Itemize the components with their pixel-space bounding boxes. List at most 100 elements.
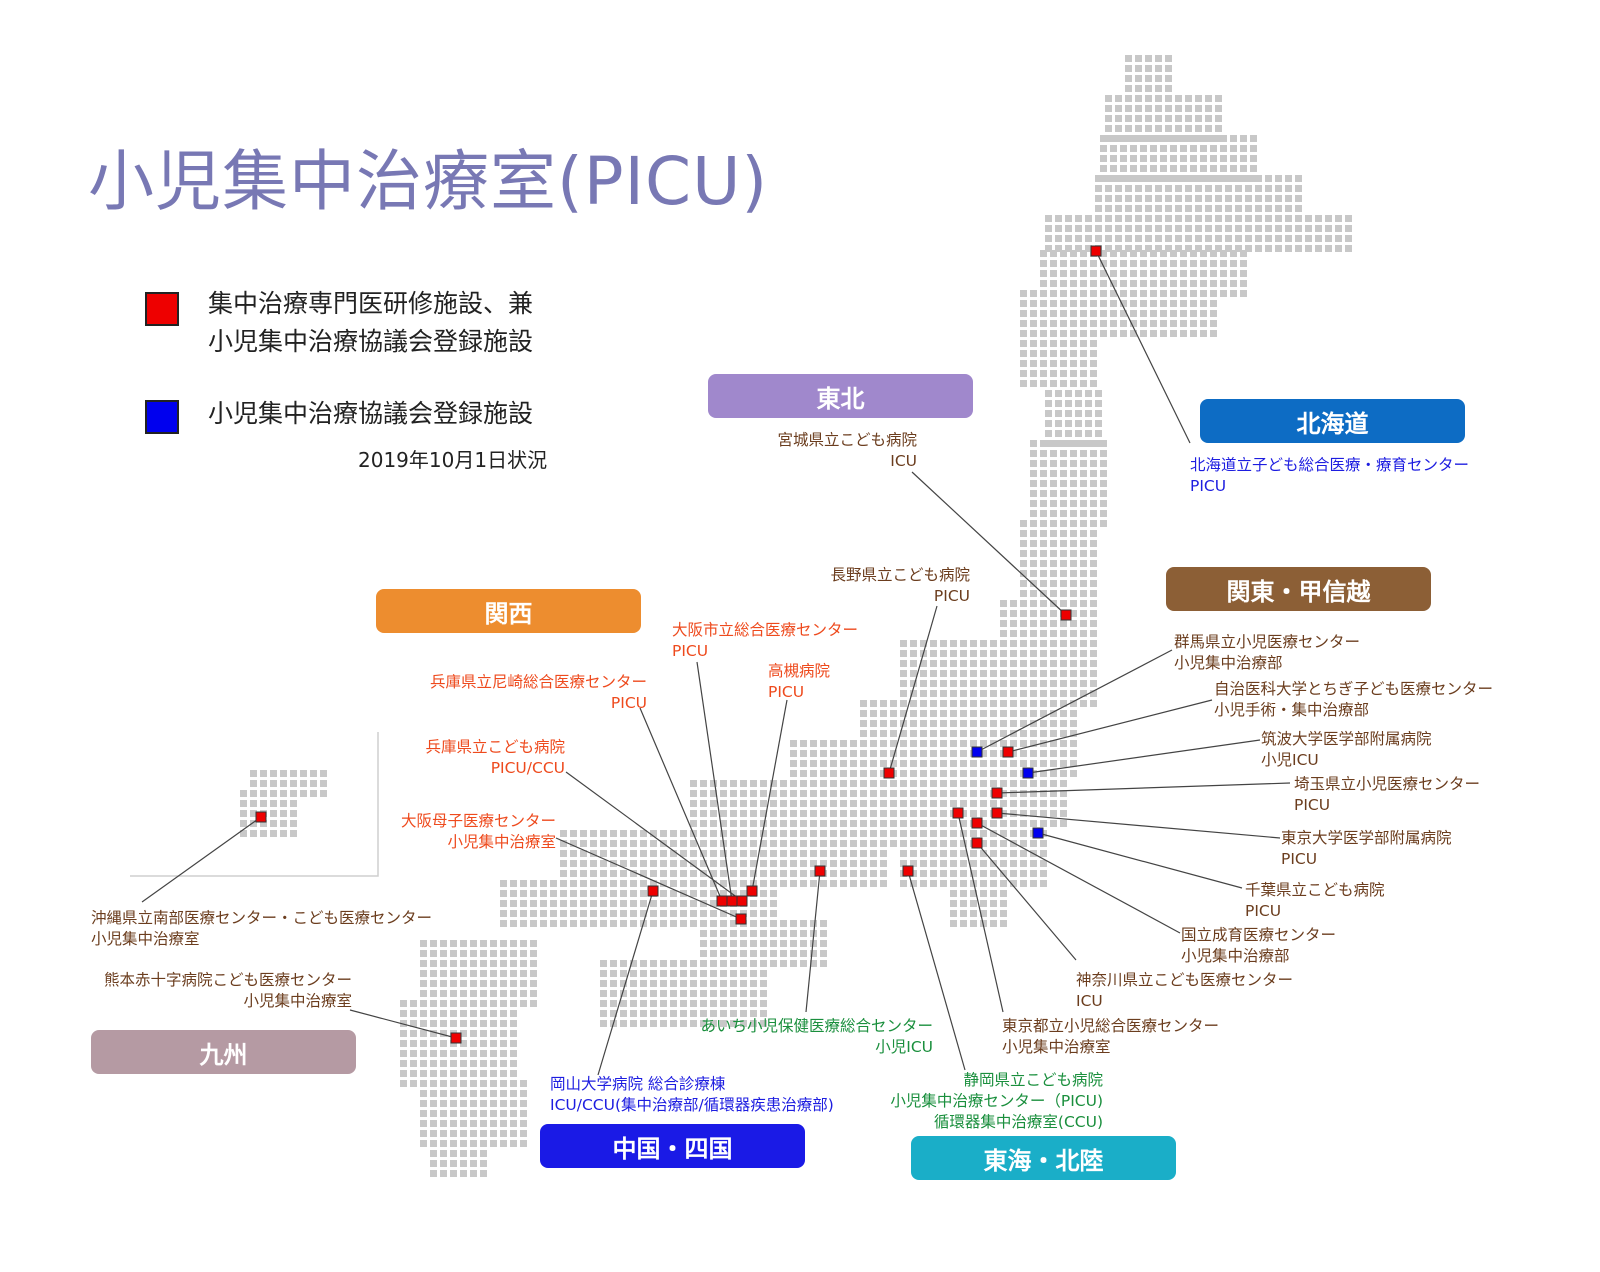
map-dot <box>1080 640 1087 647</box>
map-dot <box>520 1000 527 1007</box>
map-dot <box>540 880 547 887</box>
map-dot <box>1200 145 1207 152</box>
map-dot <box>470 1000 477 1007</box>
map-dot <box>1135 55 1142 62</box>
map-dot <box>1095 205 1102 212</box>
map-dot <box>1115 175 1122 182</box>
map-dot <box>1170 300 1177 307</box>
map-dot <box>1095 235 1102 242</box>
map-dot <box>1000 790 1007 797</box>
map-dot <box>750 920 757 927</box>
map-dot <box>920 730 927 737</box>
map-dot <box>1020 520 1027 527</box>
map-dot <box>970 640 977 647</box>
map-dot <box>1060 330 1067 337</box>
map-dot <box>700 880 707 887</box>
map-dot <box>1285 215 1292 222</box>
map-dot <box>550 900 557 907</box>
map-dot <box>690 790 697 797</box>
map-dot <box>470 950 477 957</box>
map-dot <box>1030 540 1037 547</box>
map-dot <box>1000 630 1007 637</box>
map-dot <box>1090 640 1097 647</box>
map-dot <box>1205 225 1212 232</box>
map-dot <box>1105 225 1112 232</box>
map-dot <box>600 850 607 857</box>
map-dot <box>1135 75 1142 82</box>
map-dot <box>520 1120 527 1127</box>
map-dot <box>750 810 757 817</box>
map-dot <box>1175 125 1182 132</box>
map-dot <box>1180 155 1187 162</box>
map-dot <box>970 870 977 877</box>
map-dot <box>510 1040 517 1047</box>
map-dot <box>410 1020 417 1027</box>
map-dot <box>930 790 937 797</box>
map-dot <box>610 840 617 847</box>
map-dot <box>750 980 757 987</box>
map-dot <box>820 950 827 957</box>
map-dot <box>810 790 817 797</box>
leader-line-takatsuki <box>751 699 788 892</box>
map-dot <box>1150 290 1157 297</box>
map-dot <box>1040 530 1047 537</box>
map-dot <box>960 770 967 777</box>
leader-line-hokkaido <box>1095 250 1191 444</box>
map-dot <box>1080 590 1087 597</box>
map-dot <box>910 840 917 847</box>
map-dot <box>1100 470 1107 477</box>
map-dot <box>410 1010 417 1017</box>
map-dot <box>430 1120 437 1127</box>
map-dot <box>1080 520 1087 527</box>
map-dot <box>680 830 687 837</box>
label-hyogo-child: 兵庫県立こども病院 PICU/CCU <box>425 737 565 779</box>
map-dot <box>1175 215 1182 222</box>
map-dot <box>1055 225 1062 232</box>
map-dot <box>890 830 897 837</box>
map-dot <box>420 940 427 947</box>
map-dot <box>1070 360 1077 367</box>
map-dot <box>860 720 867 727</box>
map-dot <box>550 880 557 887</box>
map-dot <box>1030 760 1037 767</box>
map-dot <box>1010 680 1017 687</box>
map-dot <box>720 960 727 967</box>
map-dot <box>860 770 867 777</box>
map-dot <box>280 770 287 777</box>
map-dot <box>1145 215 1152 222</box>
map-dot <box>1070 650 1077 657</box>
map-dot <box>1090 340 1097 347</box>
map-dot <box>1145 135 1152 142</box>
map-dot <box>730 780 737 787</box>
map-dot <box>1040 660 1047 667</box>
map-dot <box>1100 145 1107 152</box>
map-dot <box>420 1020 427 1027</box>
map-dot <box>890 760 897 767</box>
map-dot <box>1000 730 1007 737</box>
map-dot <box>1000 610 1007 617</box>
map-dot <box>900 840 907 847</box>
map-dot <box>420 1130 427 1137</box>
map-dot <box>1080 670 1087 677</box>
map-dot <box>800 820 807 827</box>
map-dot <box>720 890 727 897</box>
marker-aichi <box>814 865 826 877</box>
map-dot <box>840 870 847 877</box>
map-dot <box>450 950 457 957</box>
map-dot <box>500 1110 507 1117</box>
map-dot <box>810 950 817 957</box>
map-dot <box>910 710 917 717</box>
map-dot <box>1225 185 1232 192</box>
map-dot <box>800 840 807 847</box>
map-dot <box>440 1050 447 1057</box>
map-dot <box>1105 105 1112 112</box>
map-dot <box>840 800 847 807</box>
map-dot <box>480 1160 487 1167</box>
map-dot <box>1180 310 1187 317</box>
map-dot <box>1090 670 1097 677</box>
map-dot <box>1030 340 1037 347</box>
map-dot <box>1090 540 1097 547</box>
label-amagasaki-unit: PICU <box>610 694 647 712</box>
map-dot <box>930 660 937 667</box>
map-dot <box>670 840 677 847</box>
